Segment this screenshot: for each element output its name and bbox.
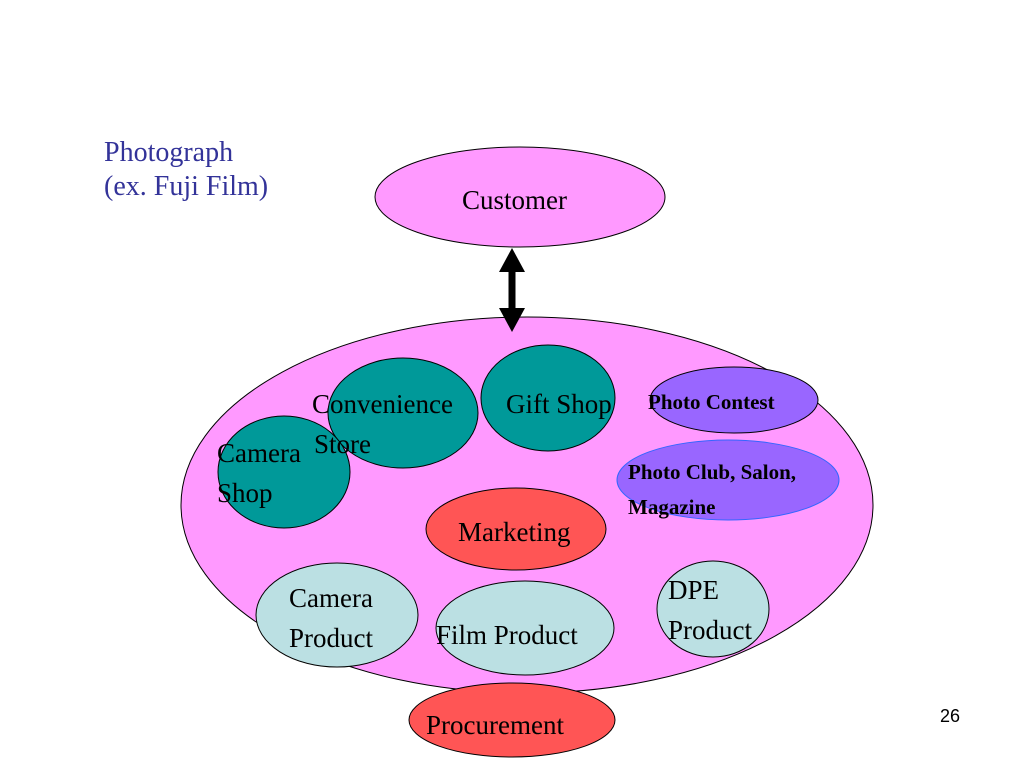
film-product-label: Film Product (436, 620, 578, 650)
dpe-product-node (656, 560, 770, 658)
dpe-product-label-2: Product (668, 615, 752, 645)
gift-shop-label: Gift Shop (506, 389, 612, 419)
camera-shop-label-2: Shop (217, 478, 273, 508)
procurement-label: Procurement (426, 710, 564, 740)
convenience-store-node (327, 357, 479, 469)
marketing-node (425, 487, 607, 571)
photo-contest-label: Photo Contest (648, 390, 775, 414)
procurement-node (408, 682, 616, 758)
slide-title: Photograph (ex. Fuji Film) (104, 136, 268, 204)
camera-product-node (255, 562, 419, 668)
camera-shop-node (217, 415, 351, 529)
customer-label: Customer (462, 185, 567, 215)
camera-shop-label-1: Camera (217, 438, 301, 468)
page-number: 26 (940, 706, 961, 726)
double-arrow-icon (499, 248, 525, 332)
photo-club-node (616, 439, 840, 521)
dpe-product-label-1: DPE (668, 575, 720, 605)
customer-node (374, 146, 666, 248)
photo-club-label-1: Photo Club, Salon, (628, 460, 797, 484)
camera-product-label-2: Product (289, 623, 373, 653)
convenience-store-label-1: Convenience (312, 389, 453, 419)
marketing-label: Marketing (458, 517, 571, 547)
camera-product-label-1: Camera (289, 583, 373, 613)
film-product-node (435, 580, 615, 676)
convenience-store-label-2: Store (314, 429, 371, 459)
gift-shop-node (480, 344, 616, 452)
title-line-1: Photograph (104, 137, 234, 168)
photo-club-label-2: Magazine (628, 495, 716, 519)
photo-contest-node (649, 366, 819, 434)
title-line-2: (ex. Fuji Film) (104, 171, 269, 202)
